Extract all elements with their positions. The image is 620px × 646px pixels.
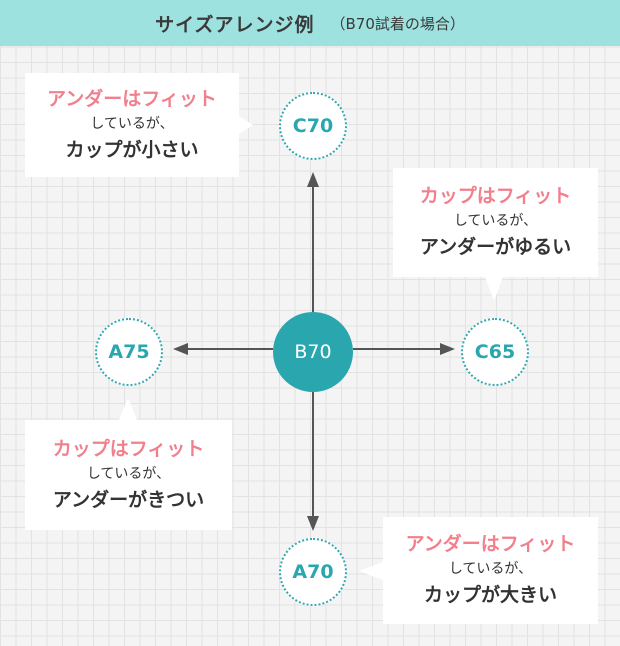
callout-right-line2: しているが、 xyxy=(453,213,538,229)
callout-top-left-tail xyxy=(239,116,253,134)
size-circle-right: C65 xyxy=(461,318,529,386)
current-size-label: B70 xyxy=(294,341,332,363)
callout-right-tail xyxy=(485,277,503,301)
callout-left-line2: しているが、 xyxy=(86,465,171,482)
callout-bottom-right-line1: アンダーはフィット xyxy=(405,533,576,555)
callout-top-left-line1: アンダーはフィット xyxy=(47,87,217,110)
size-circle-bottom: A70 xyxy=(279,538,347,606)
callout-top-left: アンダーはフィット しているが、 カップが小さい xyxy=(25,73,239,177)
callout-bottom-right-line3: カップが大きい xyxy=(423,584,557,606)
page-subtitle: （B70試着の場合） xyxy=(330,14,465,33)
callout-right-line3: アンダーがゆるい xyxy=(419,236,572,258)
callout-bottom-right-line2: しているが、 xyxy=(448,561,533,577)
size-label-bottom: A70 xyxy=(292,561,334,583)
arrowhead-left xyxy=(173,343,188,355)
callout-left: カップはフィット しているが、 アンダーがきつい xyxy=(25,420,232,530)
size-label-right: C65 xyxy=(474,341,516,363)
callout-bottom-right-tail xyxy=(359,562,383,580)
size-label-top: C70 xyxy=(292,115,334,137)
callout-right: カップはフィット しているが、 アンダーがゆるい xyxy=(393,168,598,277)
callout-left-line1: カップはフィット xyxy=(52,437,205,460)
callout-left-tail xyxy=(119,398,137,420)
callout-bottom-right: アンダーはフィット しているが、 カップが大きい xyxy=(383,517,598,624)
arrowhead-down xyxy=(307,516,319,531)
arrowhead-right xyxy=(440,343,455,355)
size-circle-top: C70 xyxy=(279,92,347,160)
callout-left-line3: アンダーがきつい xyxy=(52,488,205,511)
header-bar: サイズアレンジ例 （B70試着の場合） xyxy=(0,0,620,46)
size-circle-left: A75 xyxy=(95,318,163,386)
callout-top-left-line3: カップが小さい xyxy=(65,138,199,161)
size-label-left: A75 xyxy=(108,341,150,363)
page-title: サイズアレンジ例 xyxy=(155,13,315,36)
callout-top-left-line2: しているが、 xyxy=(90,115,174,132)
callout-right-line1: カップはフィット xyxy=(419,185,572,207)
current-size-circle: B70 xyxy=(273,312,353,392)
arrowhead-up xyxy=(307,172,319,187)
